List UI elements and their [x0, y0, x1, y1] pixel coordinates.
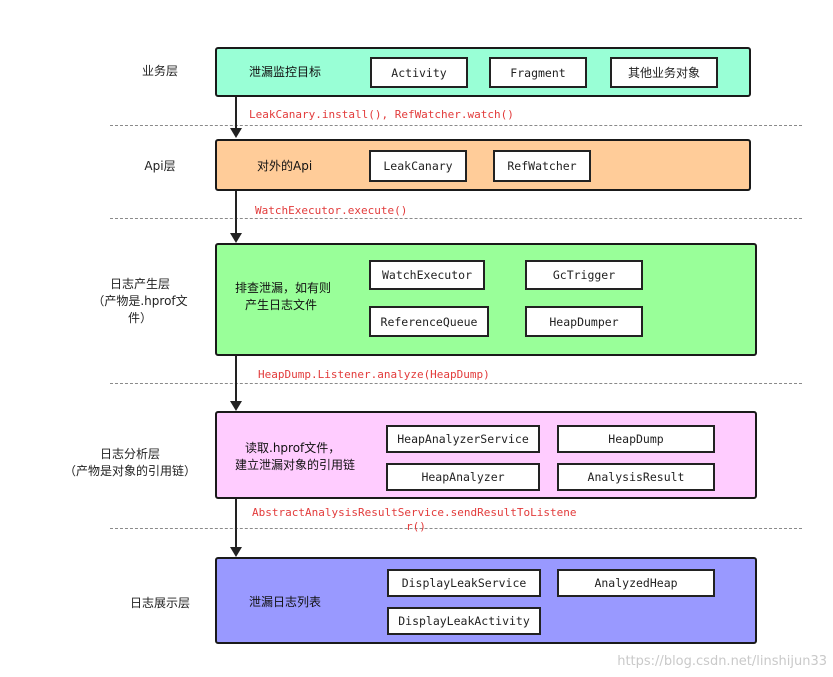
business-layer-title: 泄漏监控目标 — [249, 65, 322, 79]
log-display-layer-panel: 泄漏日志列表 DisplayLeakService AnalyzedHeap D… — [215, 557, 757, 644]
layer-label-log-display: 日志展示层 — [129, 596, 190, 610]
log-gen-title-line1: 排查泄漏，如有则 — [235, 281, 332, 295]
layer-label-log-analysis-line1: 日志分析层 — [99, 447, 160, 461]
log-analysis-title-line1: 读取.hprof文件， — [245, 441, 341, 455]
log-analysis-layer-title: 读取.hprof文件， 建立泄漏对象的引用链 — [235, 440, 355, 474]
layer-label-business: 业务层 — [141, 64, 178, 78]
log-gen-layer-title: 排查泄漏，如有则 产生日志文件 — [235, 280, 331, 314]
log-gen-layer-panel: 排查泄漏，如有则 产生日志文件 WatchExecutor GcTrigger … — [215, 243, 757, 356]
watermark: https://blog.csdn.net/linshijun33 — [617, 654, 827, 669]
class-other-business-objects: 其他业务对象 — [610, 57, 718, 88]
arrow-analysis-to-display-line — [235, 499, 237, 547]
class-analyzedheap: AnalyzedHeap — [557, 569, 715, 597]
api-layer-panel: 对外的Api LeakCanary RefWatcher — [215, 139, 751, 191]
class-referencequeue: ReferenceQueue — [369, 306, 489, 337]
divider-1 — [110, 125, 802, 126]
call-label-send-result-line2: r() — [406, 520, 426, 533]
class-activity: Activity — [370, 57, 468, 88]
class-watchexecutor: WatchExecutor — [369, 260, 485, 290]
class-heapanalyzerservice: HeapAnalyzerService — [386, 425, 540, 453]
class-analysisresult: AnalysisResult — [557, 463, 715, 491]
class-fragment: Fragment — [489, 57, 587, 88]
class-heapdumper: HeapDumper — [525, 306, 643, 337]
log-display-layer-title: 泄漏日志列表 — [249, 595, 322, 609]
divider-4 — [110, 528, 802, 529]
api-layer-title: 对外的Api — [257, 159, 313, 173]
class-refwatcher: RefWatcher — [493, 150, 591, 182]
arrow-business-to-api-head — [230, 128, 242, 138]
call-label-install-watch: LeakCanary.install(), RefWatcher.watch() — [249, 108, 514, 121]
layer-label-log-analysis-line2: （产物是对象的引用链） — [63, 464, 196, 478]
class-displayleakactivity: DisplayLeakActivity — [387, 607, 541, 635]
layer-label-log-gen-line2: （产物是.hprof文 — [92, 294, 188, 308]
arrow-loggen-to-analysis-head — [230, 401, 242, 411]
class-heapanalyzer: HeapAnalyzer — [386, 463, 540, 491]
call-label-heapdump-analyze: HeapDump.Listener.analyze(HeapDump) — [258, 368, 490, 381]
business-layer-panel: 泄漏监控目标 Activity Fragment 其他业务对象 — [215, 47, 751, 97]
divider-2 — [110, 218, 802, 219]
layer-label-log-gen: 日志产生层 （产物是.hprof文 件） — [80, 276, 200, 327]
call-label-send-result-line1: AbstractAnalysisResultService.sendResult… — [252, 506, 577, 519]
arrow-loggen-to-analysis-line — [235, 356, 237, 401]
divider-3 — [110, 383, 802, 384]
arrow-analysis-to-display-head — [230, 547, 242, 557]
log-gen-title-line2: 产生日志文件 — [245, 298, 318, 312]
layer-label-log-gen-line3: 件） — [127, 311, 152, 325]
arrow-api-to-loggen-head — [230, 233, 242, 243]
layer-label-api: Api层 — [144, 159, 176, 173]
arrow-api-to-loggen-line — [235, 191, 237, 233]
class-gctrigger: GcTrigger — [525, 260, 643, 290]
arrow-business-to-api-line — [235, 97, 237, 128]
class-displayleakservice: DisplayLeakService — [387, 569, 541, 597]
class-leakcanary: LeakCanary — [369, 150, 467, 182]
class-heapdump: HeapDump — [557, 425, 715, 453]
log-analysis-layer-panel: 读取.hprof文件， 建立泄漏对象的引用链 HeapAnalyzerServi… — [215, 411, 757, 499]
layer-label-log-analysis: 日志分析层 （产物是对象的引用链） — [55, 446, 205, 480]
call-label-watchexecutor-execute: WatchExecutor.execute() — [255, 204, 408, 217]
log-analysis-title-line2: 建立泄漏对象的引用链 — [235, 458, 356, 472]
layer-label-log-gen-line1: 日志产生层 — [109, 277, 170, 291]
